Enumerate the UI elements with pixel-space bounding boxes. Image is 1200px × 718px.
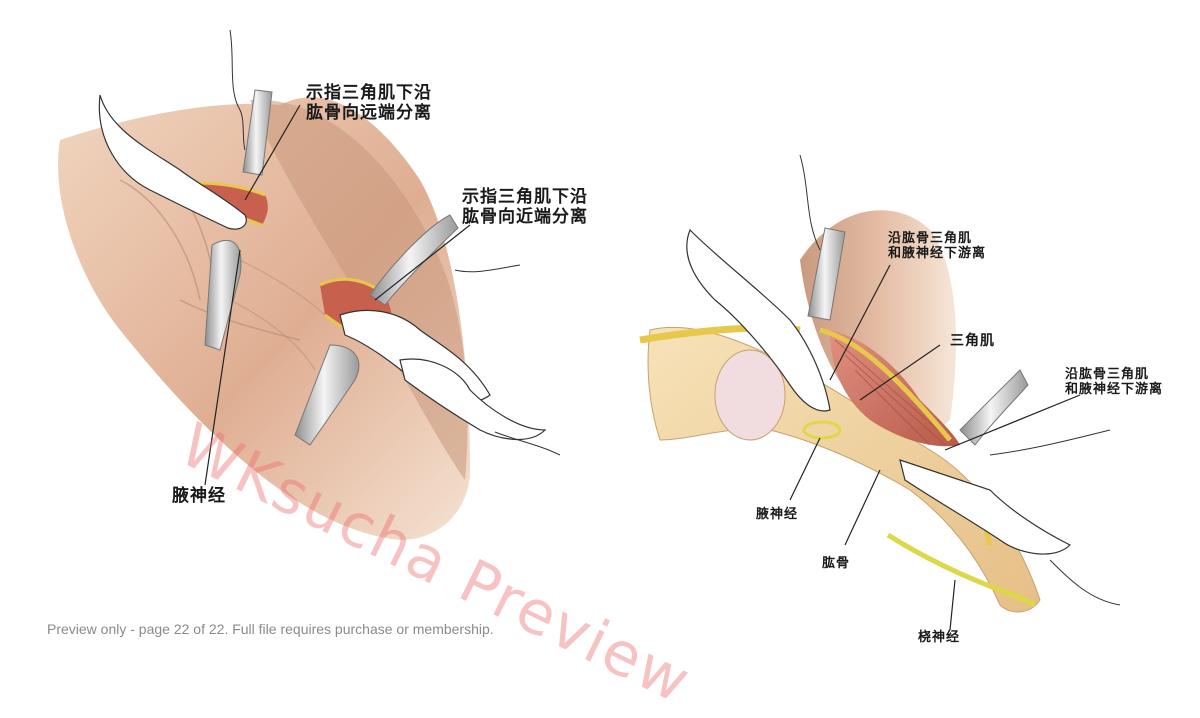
label-right-top-line-1: 沿肱骨三角肌 <box>888 231 973 246</box>
label-proximal-separation: 示指三角肌下沿 肱骨向近端分离 <box>462 187 588 227</box>
label-right-top-dissection: 沿肱骨三角肌 和腋神经下游离 <box>888 231 987 262</box>
label-right-side-line-2: 和腋神经下游离 <box>1065 381 1164 397</box>
glenoid-cartilage <box>714 349 786 441</box>
label-deltoid: 三角肌 <box>950 333 995 349</box>
right-retractor-2 <box>959 369 1029 446</box>
left-figure <box>58 29 561 541</box>
radial-nerve <box>886 532 1037 608</box>
label-radial-nerve: 桡神经 <box>918 630 961 645</box>
label-distal-line-1: 示指三角肌下沿 <box>306 83 432 103</box>
left-retractor-3 <box>369 214 459 306</box>
label-distal-separation: 示指三角肌下沿 肱骨向远端分离 <box>306 83 432 123</box>
left-retractor-2 <box>204 240 242 351</box>
anatomy-illustration <box>58 29 1121 631</box>
axillary-nerve-loop <box>802 420 842 440</box>
label-proximal-line-1: 示指三角肌下沿 <box>462 187 588 207</box>
right-figure <box>639 154 1121 631</box>
label-right-side-dissection: 沿肱骨三角肌 和腋神经下游离 <box>1065 367 1164 398</box>
left-retractor-1 <box>242 89 273 176</box>
right-hand-right <box>899 459 1072 555</box>
left-retractor-4 <box>294 344 360 446</box>
label-humerus: 肱骨 <box>822 556 851 571</box>
preview-footer-note: Preview only - page 22 of 22. Full file … <box>47 621 494 637</box>
right-retractor-1 <box>807 227 846 321</box>
label-right-side-line-1: 沿肱骨三角肌 <box>1065 367 1150 382</box>
label-left-axillary-nerve: 腋神经 <box>172 486 226 506</box>
label-proximal-line-2: 肱骨向近端分离 <box>462 206 588 227</box>
label-right-axillary-nerve: 腋神经 <box>756 507 799 522</box>
label-distal-line-2: 肱骨向远端分离 <box>306 102 432 123</box>
right-hand-top <box>686 228 831 412</box>
left-hand-bottom <box>399 358 547 441</box>
label-right-top-line-2: 和腋神经下游离 <box>888 245 987 261</box>
left-hand-top <box>98 94 247 230</box>
